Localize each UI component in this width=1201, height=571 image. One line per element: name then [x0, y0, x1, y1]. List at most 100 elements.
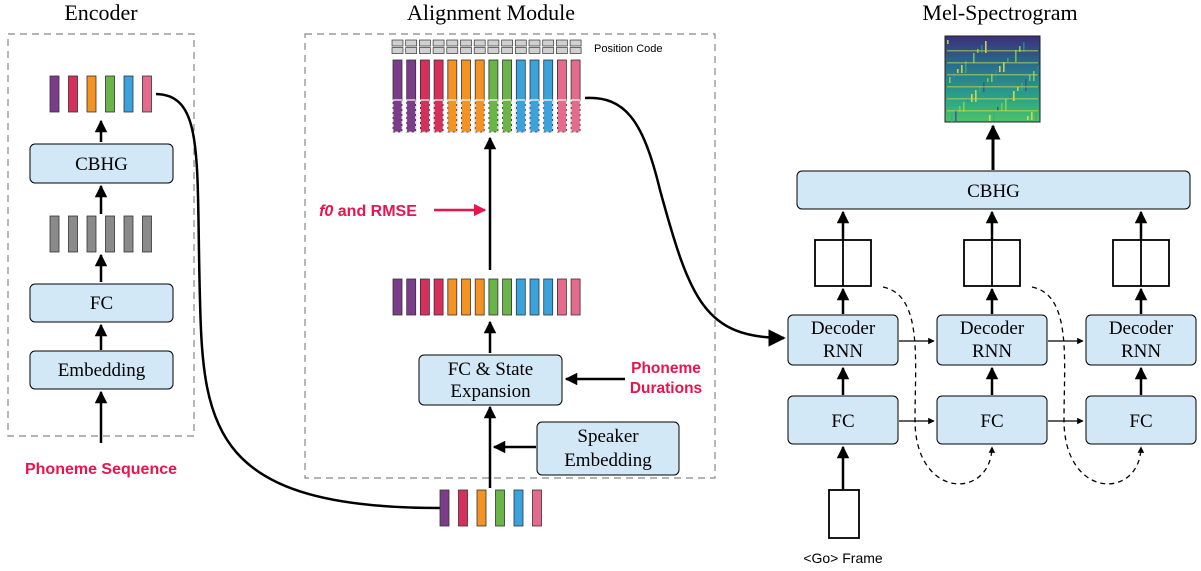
alignment-input-bar: [439, 489, 450, 527]
fc-state-expansion-block: [418, 354, 563, 406]
decoder-rnn-label-line2: RNN: [823, 341, 863, 362]
expanded-state-bar: [461, 278, 471, 316]
position-code-cell: [460, 47, 472, 54]
expanded-state-bar: [419, 278, 430, 316]
decoder-rnn-label-line2: RNN: [1121, 341, 1161, 362]
speaker-embedding-block: [536, 421, 680, 476]
position-code-cell: [501, 47, 513, 54]
position-code-label: Position Code: [594, 43, 663, 55]
position-code-overlay: [406, 99, 417, 133]
decoder-rnn-block: [936, 314, 1048, 366]
spectrogram-texture-mark: [1027, 116, 1029, 120]
spectrogram-texture-mark: [965, 61, 967, 73]
position-code-overlay: [529, 99, 540, 133]
spectrogram-texture-mark: [989, 115, 991, 121]
spectrogram-texture-mark: [1001, 103, 1003, 111]
encoder-intermediate-bar: [49, 215, 60, 253]
position-code-cell: [405, 39, 418, 47]
encoder-output-bar: [123, 75, 134, 113]
position-code-cell: [473, 47, 486, 54]
encoder-intermediate-bar: [123, 215, 134, 253]
alignment-input-bar: [532, 489, 542, 527]
spectrogram-texture-mark: [975, 90, 977, 102]
expanded-state-bar: [392, 278, 403, 316]
dashed-feedback-connector: [1031, 286, 1145, 485]
go-frame-box: [828, 489, 860, 539]
spectrogram-texture-mark: [1037, 67, 1039, 71]
encoder-cbhg-label: CBHG: [75, 154, 128, 175]
aligned-output-bar: [447, 59, 458, 133]
encoder-cbhg-block: [29, 143, 174, 184]
position-code-cell: [501, 39, 513, 47]
position-code-cell: [569, 47, 582, 54]
expanded-state-bar: [433, 278, 444, 316]
encoder-to-alignment-connector: [155, 92, 441, 510]
spectrogram-texture-mark: [947, 86, 1038, 88]
spectrogram-texture-mark: [951, 114, 953, 122]
fc-state-expansion-line1: FC & State: [448, 359, 534, 380]
position-code-cell: [569, 39, 582, 47]
phoneme-sequence-label: Phoneme Sequence: [25, 461, 177, 478]
alignment-input-bar: [476, 489, 487, 527]
decoder-fc-block: [936, 395, 1048, 445]
aligned-output-bar: [570, 59, 581, 133]
spectrogram-texture-mark: [947, 50, 1038, 52]
expanded-state-bar: [515, 278, 526, 316]
position-code-cell: [432, 47, 445, 54]
aligned-output-bar: [515, 59, 526, 133]
aligned-output-bar: [488, 59, 499, 133]
expanded-state-bar: [543, 278, 554, 316]
spectrogram-texture-mark: [969, 57, 971, 63]
encoder-embedding-label: Embedding: [58, 360, 146, 381]
spectrogram-texture-mark: [1029, 75, 1031, 81]
expanded-state-bar: [502, 278, 513, 316]
spectrogram-texture-mark: [961, 65, 963, 73]
expanded-state-bar: [570, 278, 581, 316]
encoder-intermediate-bar: [105, 215, 115, 253]
decoder-rnn-label-line1: Decoder: [1109, 318, 1174, 339]
spectrogram-texture-mark: [1019, 46, 1021, 52]
spectrogram-texture-mark: [991, 74, 993, 82]
aligned-output-bar: [474, 59, 485, 133]
f0-rmse-label: f0 and RMSE: [319, 203, 417, 220]
spectrogram-texture-mark: [1017, 87, 1019, 91]
position-code-overlay: [557, 99, 567, 133]
spectrogram-texture-mark: [981, 45, 983, 53]
position-code-overlay: [461, 99, 471, 133]
go-frame-label: <Go> Frame: [803, 550, 883, 566]
spectrogram-texture-mark: [985, 41, 987, 53]
spectrogram-texture-mark: [1033, 71, 1035, 81]
aligned-output-bar: [502, 59, 513, 133]
decoder-rnn-block: [1085, 314, 1197, 366]
expanded-state-bar: [488, 278, 499, 316]
aligned-output-bar: [461, 59, 471, 133]
spectrogram-texture-mark: [973, 53, 975, 63]
decoder-fc-block: [787, 395, 899, 445]
spectrogram-texture-mark: [947, 98, 1038, 100]
encoder-output-bar: [86, 75, 97, 113]
encoder-output-vector: [49, 75, 152, 113]
expanded-state-bar: [557, 278, 567, 316]
speaker-embedding-label-line2: Embedding: [564, 450, 652, 471]
spectrogram-texture-mark: [1007, 58, 1009, 62]
position-code-cell: [391, 39, 404, 47]
spectrogram-texture-mark: [955, 110, 957, 122]
expanded-state-bar: [474, 278, 485, 316]
expanded-state-bar: [406, 278, 417, 316]
aligned-output-bar: [392, 59, 403, 133]
position-code-overlay: [502, 99, 513, 133]
position-code-overlay: [433, 99, 444, 133]
expanded-state-bar: [447, 278, 458, 316]
position-code-overlay: [570, 99, 581, 133]
alignment-input-bar: [495, 489, 505, 527]
encoder-output-bar: [142, 75, 152, 113]
spectrogram-texture-mark: [963, 102, 965, 112]
position-code-cell: [528, 39, 541, 47]
encoder-intermediate-bar: [142, 215, 152, 253]
position-code-cell: [487, 39, 500, 47]
position-code-cell: [446, 39, 459, 47]
position-code-cell: [556, 39, 568, 47]
encoder-fc-block: [29, 283, 174, 323]
spectrogram-texture-mark: [987, 78, 989, 82]
encoder-output-bar: [105, 75, 115, 113]
